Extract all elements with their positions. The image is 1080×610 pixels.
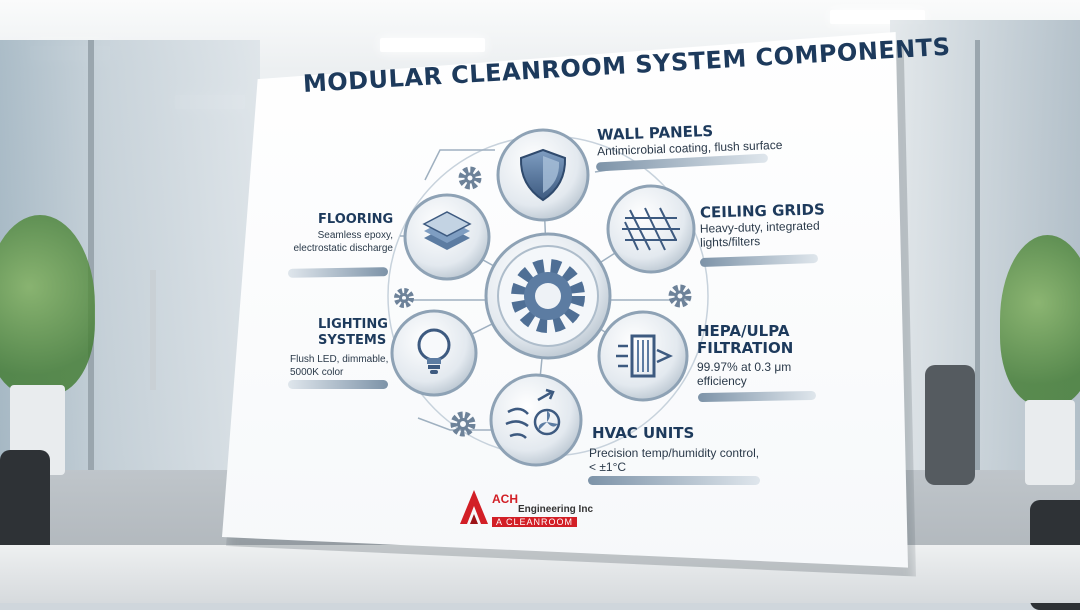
small-gear-icons (394, 166, 692, 437)
ceiling-grids-description: Heavy-duty, integrated lights/filters (699, 218, 820, 250)
plant (1000, 235, 1080, 405)
shield-icon (496, 128, 590, 222)
flooring-description: Seamless epoxy, electrostatic discharge (293, 230, 394, 254)
hvac-heading: HVAC UNITS (592, 424, 695, 442)
floor-tiles-icon (403, 193, 491, 281)
company-logo: ACH Engineering Inc A CLEANROOM (456, 484, 616, 539)
lighting-heading: LIGHTING SYSTEMS (318, 317, 388, 348)
logo-company: Engineering Inc (518, 504, 594, 515)
flooring-bar (287, 267, 389, 278)
flooring-heading: FLOORING (318, 212, 394, 227)
lighting-description: Flush LED, dimmable, 5000K color (290, 354, 389, 378)
hepa-description: 99.97% at 0.3 μm efficiency (697, 360, 792, 388)
hvac-description: Precision temp/humidity control, < ±1°C (589, 446, 760, 474)
door-handle (150, 270, 156, 390)
fan-airflow-icon (489, 373, 583, 467)
logo-mark: ACH (492, 492, 518, 506)
hvac-bar (588, 476, 760, 485)
plant (0, 215, 95, 395)
hepa-heading: HEPA/ULPA FILTRATION (697, 322, 794, 357)
lighting-bar (288, 380, 388, 389)
ceiling-light (380, 38, 485, 52)
office-chair (925, 365, 975, 485)
air-filter-icon (597, 310, 689, 402)
center-gear-icon (484, 232, 612, 360)
light-bulb-icon (390, 309, 478, 397)
grid-mesh-icon (606, 184, 696, 274)
glass-frame (975, 40, 980, 540)
logo-tagline: A CLEANROOM (492, 517, 578, 527)
plant-pot (1025, 400, 1075, 485)
